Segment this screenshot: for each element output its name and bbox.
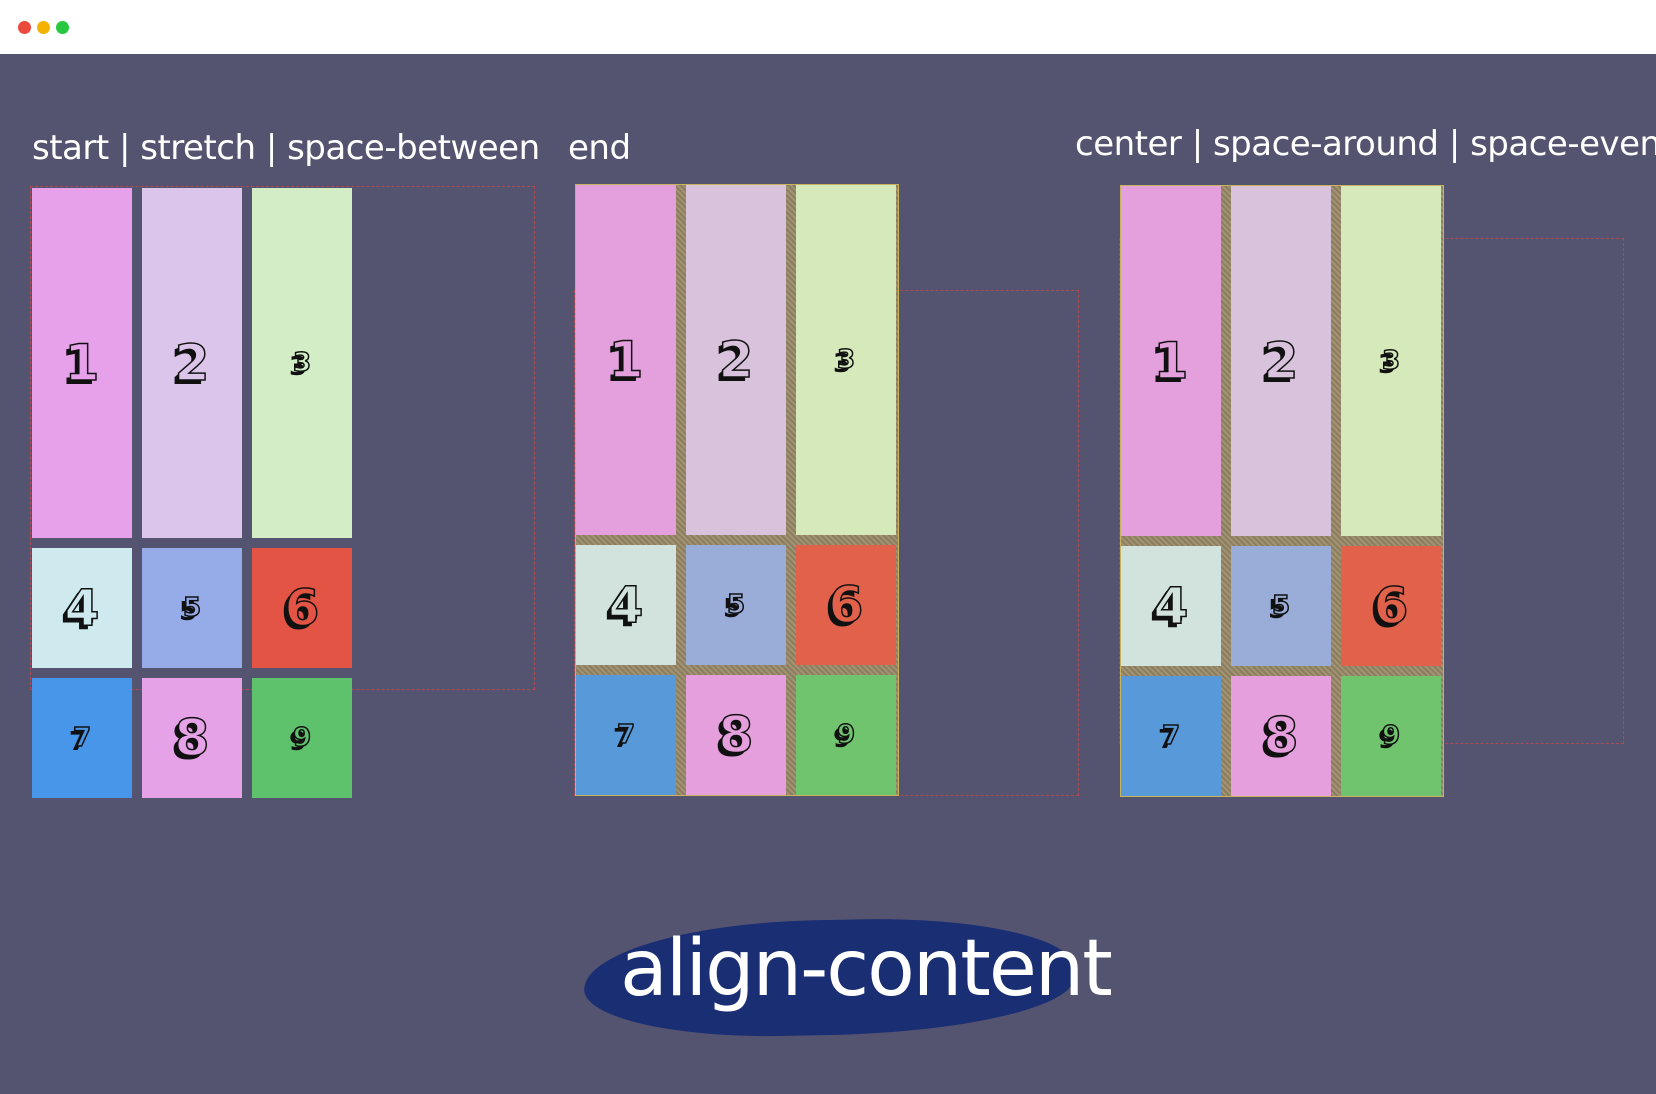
grid-item-number: 8 (718, 706, 754, 764)
grid-demo-start: 1 2 3 4 5 6 7 8 9 (32, 188, 354, 798)
grid-item-number: 2 (1263, 332, 1299, 390)
grid-item-8: 8 (1231, 676, 1331, 796)
grid-item-number: 9 (836, 720, 856, 750)
grid-item-number: 6 (1373, 577, 1409, 635)
grid-item-number: 3 (1381, 346, 1401, 376)
grid-item-number: 8 (174, 709, 210, 767)
caption-center-space-around-space-evenly: center | space-around | space-evenly (1075, 124, 1656, 164)
grid-item-7: 7 (576, 675, 676, 795)
grid-item-5: 5 (1231, 546, 1331, 666)
grid-item-number: 1 (64, 334, 100, 392)
title-text: align-content (620, 924, 1113, 1014)
grid-item-3: 3 (1341, 186, 1441, 536)
grid-item-6: 6 (252, 548, 352, 668)
grid-item-number: 2 (718, 331, 754, 389)
grid-item-3: 3 (796, 185, 896, 535)
grid-item-9: 9 (252, 678, 352, 798)
grid-item-6: 6 (1341, 546, 1441, 666)
grid-item-4: 4 (32, 548, 132, 668)
caption-start-stretch-space-between: start | stretch | space-between (32, 128, 540, 168)
grid-item-number: 5 (1271, 591, 1291, 621)
grid-item-number: 2 (174, 334, 210, 392)
grid-item-number: 4 (1153, 577, 1189, 635)
grid-item-5: 5 (686, 545, 786, 665)
grid-item-number: 7 (1161, 721, 1181, 751)
grid-item-4: 4 (576, 545, 676, 665)
grid-item-number: 5 (726, 590, 746, 620)
maximize-window-button[interactable] (56, 21, 69, 34)
grid-item-number: 4 (608, 576, 644, 634)
grid-item-2: 2 (142, 188, 242, 538)
grid-item-6: 6 (796, 545, 896, 665)
grid-item-number: 7 (72, 723, 92, 753)
grid-item-8: 8 (686, 675, 786, 795)
grid-item-number: 5 (182, 593, 202, 623)
grid-item-number: 9 (1381, 721, 1401, 751)
grid-item-number: 4 (64, 579, 100, 637)
grid-item-number: 7 (616, 720, 636, 750)
grid-item-7: 7 (32, 678, 132, 798)
grid-item-number: 3 (836, 345, 856, 375)
grid-item-4: 4 (1121, 546, 1221, 666)
caption-end: end (568, 128, 631, 168)
grid-item-number: 8 (1263, 707, 1299, 765)
grid-demo-end: 1 2 3 4 5 6 7 8 9 (575, 184, 899, 796)
grid-item-number: 6 (828, 576, 864, 634)
grid-item-9: 9 (1341, 676, 1441, 796)
window-titlebar (0, 0, 1656, 55)
grid-item-9: 9 (796, 675, 896, 795)
grid-item-1: 1 (1121, 186, 1221, 536)
grid-item-number: 6 (284, 579, 320, 637)
grid-item-number: 3 (292, 348, 312, 378)
grid-item-7: 7 (1121, 676, 1221, 796)
grid-item-number: 9 (292, 723, 312, 753)
grid-item-2: 2 (686, 185, 786, 535)
close-window-button[interactable] (18, 21, 31, 34)
grid-item-5: 5 (142, 548, 242, 668)
grid-item-3: 3 (252, 188, 352, 538)
minimize-window-button[interactable] (37, 21, 50, 34)
grid-demo-center: 1 2 3 4 5 6 7 8 9 (1120, 185, 1444, 797)
grid-item-number: 1 (1153, 332, 1189, 390)
grid-item-number: 1 (608, 331, 644, 389)
grid-item-1: 1 (32, 188, 132, 538)
grid-item-1: 1 (576, 185, 676, 535)
grid-item-2: 2 (1231, 186, 1331, 536)
grid-item-8: 8 (142, 678, 242, 798)
